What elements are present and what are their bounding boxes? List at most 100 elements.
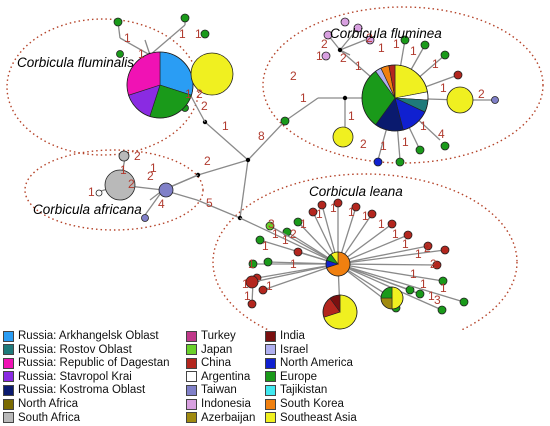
haplotype-node: [453, 70, 463, 80]
haplotype-node: [158, 182, 174, 198]
mutation-count-label: 1: [378, 217, 385, 231]
legend-label: Russia: Arkhangelsk Oblast: [18, 330, 159, 342]
legend-swatch: [186, 384, 197, 396]
legend-item: Russia: Stavropol Krai: [3, 370, 132, 384]
mutation-count-label: 1: [242, 277, 249, 291]
legend-item: Europe: [265, 370, 317, 384]
legend-item: Southeast Asia: [265, 411, 357, 425]
haplotype-node: [323, 30, 333, 40]
legend-item: Argentina: [186, 370, 250, 384]
legend-swatch: [265, 330, 276, 342]
legend-item: Azerbaijan: [186, 411, 255, 425]
legend-label: Russia: Stavropol Krai: [18, 370, 132, 383]
mutation-count-label: 5: [206, 196, 213, 210]
haplotype-node: [265, 221, 275, 231]
haplotype-node: [367, 209, 377, 219]
legend-swatch: [265, 398, 276, 410]
network-edge: [339, 39, 366, 51]
legend-item: Russia: Republic of Dagestan: [3, 356, 170, 370]
legend-label: Taiwan: [201, 384, 237, 397]
haplotype-node: [491, 96, 499, 104]
mutation-count-label: 2: [290, 69, 297, 83]
mutation-count-label: 1: [138, 47, 145, 61]
haplotype-node: [255, 235, 265, 245]
legend-item: North America: [265, 356, 353, 370]
legend-swatch: [265, 344, 276, 356]
haplotype-node: [116, 50, 124, 58]
legend-swatch: [186, 412, 197, 424]
network-edge: [269, 225, 339, 265]
legend-swatch: [265, 371, 276, 383]
legend-label: India: [280, 330, 305, 342]
median-vector-node: [245, 157, 251, 163]
mutation-count-label: 1: [300, 91, 307, 105]
haplotype-node: [141, 214, 149, 222]
legend-swatch: [3, 357, 14, 369]
legend-swatch: [186, 398, 197, 410]
mutation-count-label: 2: [321, 37, 328, 51]
pie-outline: [322, 294, 358, 330]
legend-swatch: [265, 384, 276, 396]
mutation-count-label: 2: [196, 87, 203, 101]
mutation-count-label: 1: [244, 289, 251, 303]
group-ellipse-africana: [24, 149, 204, 231]
legend-item: Israel: [265, 343, 308, 357]
pie-slice: [391, 286, 404, 310]
mutation-count-label: 1: [440, 281, 447, 295]
legend-label: Southeast Asia: [280, 411, 357, 424]
mutation-count-label: 1: [428, 289, 435, 303]
pie-outline: [380, 286, 404, 310]
network-edge: [284, 97, 319, 122]
legend-item: Russia: Arkhangelsk Oblast: [3, 329, 159, 343]
mutation-count-label: 1: [262, 239, 269, 253]
mutation-count-label: 1: [272, 227, 279, 241]
legend-label: North America: [280, 357, 353, 370]
mutation-count-label: 1: [120, 163, 127, 177]
haplotype-node: [403, 230, 413, 240]
haplotype-node: [432, 260, 442, 270]
legend-item: Russia: Kostroma Oblast: [3, 383, 145, 397]
network-edge: [339, 27, 359, 51]
pie-outline: [126, 51, 194, 119]
haplotype-node: [437, 305, 447, 315]
haplotype-node: [440, 141, 450, 151]
legend-label: Azerbaijan: [201, 411, 256, 424]
legend-item: South Africa: [3, 411, 80, 425]
haplotype-node: [415, 145, 425, 155]
mutation-count-label: 1: [348, 205, 355, 219]
legend-item: China: [186, 356, 231, 370]
legend-label: Tajikistan: [280, 384, 328, 397]
mutation-count-label: 1: [195, 27, 202, 41]
mutation-count-label: 1: [330, 201, 337, 215]
haplotype-pie-fluminea: [361, 64, 429, 132]
network-edge: [337, 249, 446, 265]
legend-swatch: [265, 412, 276, 424]
legend-item: South Korea: [265, 397, 344, 411]
haplotype-node: [200, 29, 210, 39]
network-edge: [337, 263, 411, 291]
mutation-count-label: 1: [402, 237, 409, 251]
haplotype-pie-leana-center: [325, 251, 351, 277]
haplotype-pie-leana-small: [380, 286, 404, 310]
mutation-count-label: 1: [88, 185, 95, 199]
haplotype-node: [333, 198, 343, 208]
legend-swatch: [3, 384, 14, 396]
haplotype-node: [95, 189, 103, 197]
mutation-count-label: 1: [393, 37, 400, 51]
network-edge: [149, 24, 186, 56]
mutation-count-label: 1: [248, 257, 255, 271]
legend-swatch: [3, 412, 14, 424]
legend-swatch: [265, 357, 276, 369]
mutation-count-label: 1: [124, 31, 131, 45]
group-name-fluminalis: Corbicula fluminalis: [17, 55, 134, 70]
haplotype-node: [423, 241, 433, 251]
network-edge: [204, 121, 249, 161]
network-edge: [196, 199, 241, 219]
haplotype-node: [180, 13, 190, 23]
haplotype-node: [373, 157, 383, 167]
legend-item: Japan: [186, 343, 232, 357]
network-edge: [337, 263, 438, 266]
network-edge: [247, 120, 286, 161]
mutation-count-label: 1: [440, 81, 447, 95]
